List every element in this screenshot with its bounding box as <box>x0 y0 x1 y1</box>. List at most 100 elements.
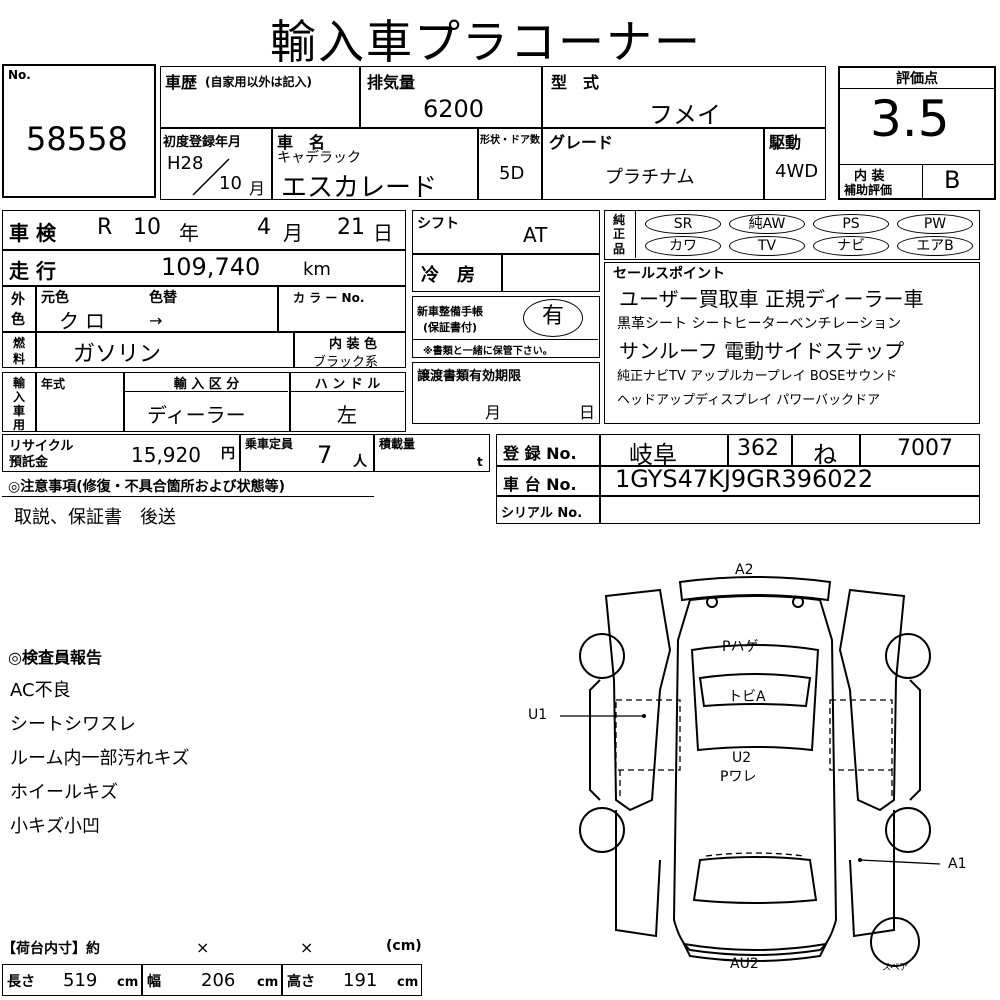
score-value: 3.5 <box>870 90 950 148</box>
interior-label: 内 装 <box>854 169 885 184</box>
transfer-cell: 譲渡書類有効期限 月 日 <box>412 362 600 424</box>
chassis-number: 1GYS47KJ9GR396022 <box>615 465 874 493</box>
first-reg-year: H28 <box>167 153 204 174</box>
import-year-cell: 年式 <box>36 372 124 432</box>
shaken-day-unit: 日 <box>373 221 393 245</box>
equipment-label-3: 品 <box>613 242 626 256</box>
aircon-label: 冷 房 <box>421 265 475 286</box>
fuel-label-2: 料 <box>13 352 26 366</box>
serial-label: シリアル No. <box>501 506 583 521</box>
drive-cell: 駆動 4WD <box>764 128 826 200</box>
diagram-a2: A2 <box>735 562 754 578</box>
cargo-width-label: 幅 <box>147 974 161 990</box>
fuel-cell: ガソリン <box>36 332 294 368</box>
sales-points-cell: セールスポイント ユーザー買取車 正規ディーラー車 黒革シート シートヒーターベ… <box>604 262 980 424</box>
shaken-day: 21 <box>337 215 365 240</box>
diagram-p-ware: Pワレ <box>720 769 757 785</box>
diagram-p-hage: Pハゲ <box>722 639 759 655</box>
transfer-day-unit: 日 <box>579 403 596 422</box>
sales-point-line: 純正ナビTV アップルカープレイ BOSEサウンド <box>617 369 898 384</box>
import-class-value: ディーラー <box>147 403 246 427</box>
equip-navi: ナビ <box>813 236 889 256</box>
equip-leather: カワ <box>645 236 721 256</box>
lot-number: 58558 <box>26 120 128 158</box>
registration-number: 7007 <box>897 436 953 461</box>
interior-color-value: ブラック系 <box>313 355 379 370</box>
recycle-value: 15,920 <box>131 443 201 467</box>
import-class-cell: 輸 入 区 分 ディーラー <box>124 372 290 432</box>
first-reg-slash <box>192 158 230 196</box>
cargo-length-label: 長さ <box>7 974 35 990</box>
drive-label: 駆動 <box>769 133 802 152</box>
score-label: 評価点 <box>840 68 994 89</box>
color-change-arrow: → <box>149 311 163 330</box>
import-class-label: 輸 入 区 分 <box>125 373 288 392</box>
inspector-label: ◎検査員報告 <box>8 648 102 667</box>
equip-airbag: エアB <box>897 236 973 256</box>
capacity-label: 乗車定員 <box>245 437 294 451</box>
handle-cell: ハ ン ド ル 左 <box>290 372 406 432</box>
diagram-spare: スペア <box>882 963 909 973</box>
fuel-label-1: 燃 <box>13 336 26 350</box>
aircon-cell: 冷 房 <box>412 254 502 292</box>
recycle-cell: リサイクル 預託金 15,920 円 <box>2 434 240 472</box>
displacement-value: 6200 <box>423 95 485 123</box>
import-label-3: 車 <box>13 404 26 418</box>
shaken-month-unit: 月 <box>283 221 303 245</box>
cargo-times-1: × <box>196 938 210 957</box>
cargo-length-cell: 長さ 519 cm <box>2 964 142 996</box>
transfer-month-unit: 月 <box>485 403 502 422</box>
load-label: 積載量 <box>379 437 416 451</box>
equip-genuine-aw: 純AW <box>729 214 805 234</box>
load-unit: t <box>477 455 483 469</box>
shift-value: AT <box>523 223 548 247</box>
color-label-2: 色 <box>11 312 25 328</box>
chassis-value-cell: 1GYS47KJ9GR396022 <box>600 465 980 496</box>
inspector-line: ホイールキズ <box>10 782 118 803</box>
drive-value: 4WD <box>775 161 819 182</box>
handle-label: ハ ン ド ル <box>291 373 404 392</box>
cargo-height-cell: 高さ 191 cm <box>282 964 422 996</box>
first-reg-month: 10 <box>219 173 242 194</box>
doors-cell: 形状・ドア数 5D <box>478 128 542 200</box>
history-label: 車歴 <box>165 73 198 92</box>
diagram-au2: AU2 <box>730 956 759 972</box>
sales-point-line: サンルーフ 電動サイドステップ <box>619 339 905 363</box>
car-name-cell: 車 名 キャデラック エスカレード <box>272 128 478 203</box>
diagram-u2: U2 <box>732 750 752 766</box>
registration-area-cell: 岐阜 <box>600 434 728 469</box>
equipment-cell: 純 正 品 SR 純AW PS PW カワ TV ナビ エアB <box>604 210 980 260</box>
cargo-width-cell: 幅 206 cm <box>142 964 282 996</box>
mileage-label: 走 行 <box>9 259 56 283</box>
registration-area: 岐阜 <box>629 441 677 469</box>
chassis-label: 車 台 No. <box>503 475 577 494</box>
displacement-cell: 排気量 6200 <box>360 66 542 128</box>
cargo-height-unit: cm <box>397 975 419 990</box>
color-orig-label: 元色 <box>41 290 69 306</box>
shaken-year-unit: 年 <box>179 221 199 245</box>
color-label-cell: 外 色 <box>2 286 36 332</box>
import-year-label: 年式 <box>41 377 66 391</box>
cargo-label: 【荷台内寸】約 <box>2 941 100 957</box>
equipment-label-2: 正 <box>613 227 626 241</box>
grade-cell: グレード プラチナム <box>542 128 764 200</box>
registration-kana: ね <box>813 441 837 469</box>
registration-kana-cell: ね <box>792 434 860 469</box>
recycle-label-2: 預託金 <box>9 455 49 470</box>
cargo-height-value: 191 <box>343 970 378 991</box>
diagram-a1: A1 <box>948 856 967 872</box>
registration-class: 362 <box>737 436 779 461</box>
car-maker: キャデラック <box>277 150 361 166</box>
notes-label: ◎注意事項(修復・不具合箇所および状態等) <box>8 479 286 495</box>
cargo-length-value: 519 <box>63 970 98 991</box>
sales-point-line: ヘッドアップディスプレイ パワーバックドア <box>617 393 881 408</box>
mileage-unit: km <box>303 259 331 280</box>
car-name-value: エスカレード <box>281 173 438 203</box>
model-value: フメイ <box>649 101 721 129</box>
score-box: 評価点 3.5 内 装 補助評価 B <box>838 66 996 200</box>
interior-label-sub: 補助評価 <box>844 183 893 197</box>
fuel-value: ガソリン <box>73 342 162 367</box>
car-name-label: 車 名 <box>277 133 326 152</box>
lot-label: No. <box>8 68 31 82</box>
cargo-length-unit: cm <box>117 975 139 990</box>
